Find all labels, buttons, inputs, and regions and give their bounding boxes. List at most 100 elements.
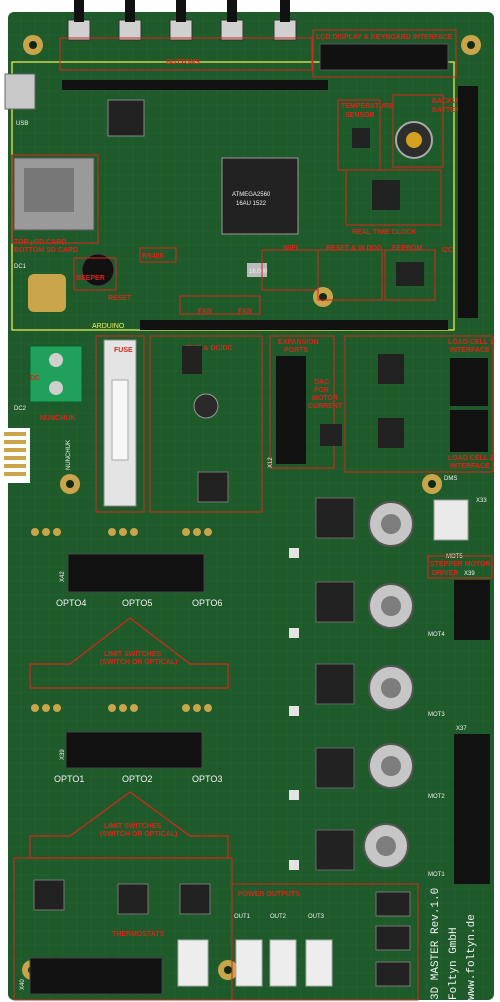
stepper-highlight bbox=[427, 555, 493, 579]
top-pin-row bbox=[62, 80, 328, 90]
load-cell-highlight bbox=[344, 335, 494, 473]
dac-chip bbox=[320, 424, 342, 446]
rtc-chip bbox=[372, 180, 400, 210]
dac-label-1: DAC bbox=[314, 379, 329, 386]
emc-label: EMC & DC/DC bbox=[186, 345, 233, 352]
power-outputs-highlight bbox=[231, 883, 419, 1001]
opto6-label: OPTO6 bbox=[192, 598, 222, 608]
backup-label-1: BACKUP bbox=[432, 98, 462, 105]
out2-label: OUT2 bbox=[270, 914, 287, 920]
eeprom-label: EEPROM bbox=[392, 245, 423, 252]
backup-label-2: BATTERY bbox=[432, 107, 465, 114]
expansion-header bbox=[276, 356, 306, 464]
opto-lower-pads bbox=[31, 704, 212, 712]
stepper-label-1: STEPPER MOTOR bbox=[430, 561, 491, 568]
opto4-label: OPTO4 bbox=[56, 598, 86, 608]
stepper-label-2: DRIVER bbox=[432, 570, 458, 577]
fan-highlight bbox=[179, 295, 261, 315]
power-output-mosfets bbox=[375, 891, 411, 987]
dac-label-3: MOTOR bbox=[312, 395, 338, 402]
main-mcu-text-1: ATMEGA2560 bbox=[232, 192, 271, 198]
stepper-capacitors bbox=[363, 501, 414, 869]
rtc-highlight bbox=[345, 169, 442, 226]
load2-header bbox=[450, 410, 488, 452]
rs485-label: RS485 bbox=[142, 253, 164, 260]
buttons-label: BUTTONS bbox=[166, 59, 200, 66]
dc-label: DC bbox=[30, 375, 40, 382]
load1-header bbox=[450, 358, 488, 406]
out1-label: OUT1 bbox=[234, 914, 251, 920]
right-pin-header bbox=[458, 86, 478, 318]
dc1-pad bbox=[28, 274, 66, 312]
thermostats-label: THERMOSTATS bbox=[112, 931, 165, 938]
load-cell-chip-1 bbox=[378, 354, 404, 384]
load2-label-1: LOAD CELL 2 bbox=[448, 455, 494, 462]
fuse-label: FUSE bbox=[114, 347, 133, 354]
backup-highlight bbox=[392, 94, 444, 168]
rs485-highlight bbox=[139, 247, 177, 263]
reset-label: RESET bbox=[108, 295, 132, 302]
power-output-connectors bbox=[235, 939, 333, 987]
opto-upper-header bbox=[67, 553, 205, 593]
expansion-highlight bbox=[269, 335, 335, 469]
dac-label-2: FOR bbox=[314, 387, 329, 394]
usb-chip bbox=[107, 99, 145, 137]
limit-arrow-upper bbox=[29, 617, 229, 689]
limit-arrow-lower bbox=[29, 791, 229, 859]
temp-sensor-chip bbox=[352, 128, 370, 148]
x39-label: X39 bbox=[464, 571, 475, 577]
x42-label: X42 bbox=[60, 571, 66, 582]
brand-label: 3D MASTER Rev.1.0 bbox=[430, 888, 442, 1000]
mot5-label: MOT5 bbox=[446, 554, 463, 560]
fuse-glass bbox=[111, 379, 129, 461]
usb-label: USB bbox=[16, 121, 28, 127]
expansion-label-1: EXPANSION bbox=[278, 339, 319, 346]
emc-highlight bbox=[149, 335, 263, 513]
lcd-label: LCD DISPLAY & KEYBOARD INTERFACE bbox=[316, 34, 453, 41]
dms-label: DMS bbox=[444, 476, 457, 482]
stepper-drivers bbox=[315, 497, 355, 871]
bottom-pin-row bbox=[140, 320, 448, 330]
opto2-label: OPTO2 bbox=[122, 774, 152, 784]
x33-label: X33 bbox=[476, 498, 487, 504]
limit-a-label-2: (SWITCH OR OPTICAL) bbox=[100, 659, 177, 666]
eeprom-highlight bbox=[384, 249, 436, 301]
opto3-label: OPTO3 bbox=[192, 774, 222, 784]
opto-lower-header bbox=[65, 731, 203, 769]
usd-label-2: BOTTOM SD CARD bbox=[14, 247, 78, 254]
emc-inductor bbox=[197, 471, 229, 503]
beeper-label: BEEPER bbox=[76, 275, 105, 282]
power-outputs-label: POWER OUTPUTS bbox=[238, 891, 300, 898]
nunchuk-vertical-label: NUNCHUK bbox=[66, 440, 72, 470]
load2-label-2: INTERFACE bbox=[450, 463, 490, 470]
arduino-label: ARDUINO bbox=[92, 323, 125, 330]
tactile-buttons bbox=[67, 0, 297, 41]
expansion-label-2: PORTS bbox=[284, 347, 308, 354]
dc-dc-chip bbox=[182, 346, 202, 374]
reset-watchdog-label: RESET & W.DOG bbox=[326, 245, 383, 252]
thermostat-connector bbox=[177, 939, 209, 987]
x37-label: X37 bbox=[456, 726, 467, 732]
mot5-connector bbox=[433, 499, 469, 541]
usb-connector bbox=[4, 73, 36, 110]
backup-battery-top bbox=[406, 132, 422, 148]
dc2-label: DC2 bbox=[14, 406, 27, 412]
lcd-highlight bbox=[312, 29, 457, 78]
beeper bbox=[81, 253, 115, 287]
fan-label-1: FAN bbox=[198, 308, 212, 315]
opto5-label: OPTO5 bbox=[122, 598, 152, 608]
i2c-label: I2C bbox=[442, 247, 453, 254]
sd-highlight bbox=[11, 154, 99, 244]
limit-b-label-1: LIMIT SWITCHES bbox=[104, 823, 161, 830]
eeprom-chip bbox=[396, 262, 424, 286]
main-mcu-chip bbox=[221, 157, 299, 235]
x40-label: X40 bbox=[20, 979, 26, 990]
x39b-label: X39 bbox=[60, 749, 66, 760]
dc1-label: DC1 bbox=[14, 264, 27, 270]
emc-capacitor bbox=[193, 393, 219, 419]
mounting-holes bbox=[22, 35, 481, 980]
x12-label: X12 bbox=[268, 457, 274, 468]
mot4-label: MOT4 bbox=[428, 632, 445, 638]
temp-sensor-label-1: TEMPERATURE bbox=[341, 103, 394, 110]
